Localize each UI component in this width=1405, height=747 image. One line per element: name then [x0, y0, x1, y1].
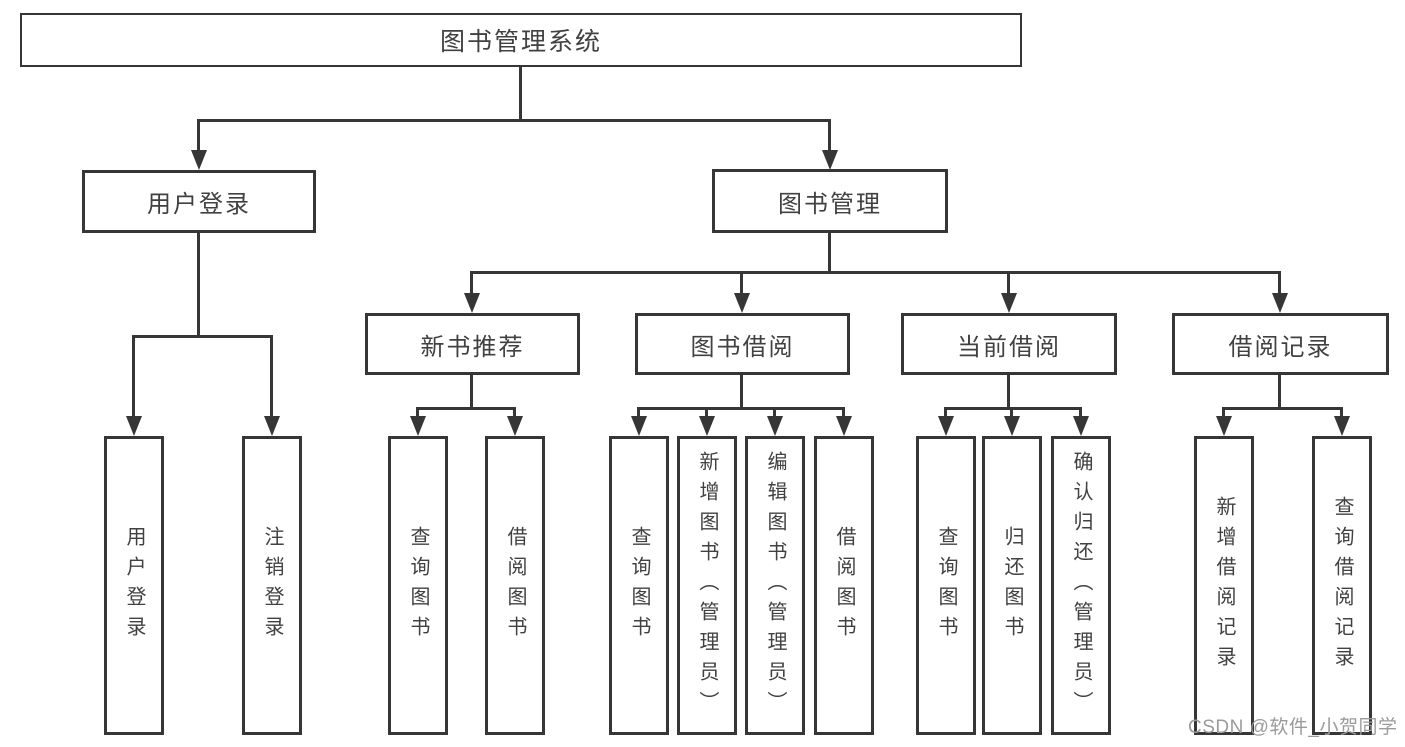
- leaf-edit-books-admin: 编辑图书（管理员）: [745, 436, 805, 735]
- arrowhead-book-management: [822, 150, 838, 170]
- arrowhead-user-login: [191, 150, 207, 170]
- arrowhead-new-book-rec: [464, 293, 480, 313]
- leaf-label: 用户登录: [123, 525, 145, 646]
- connector-to-borrowing-records: [1278, 271, 1281, 293]
- arrowhead-leaf: [1216, 416, 1232, 436]
- arrowhead-leaf: [507, 416, 523, 436]
- node-label: 用户登录: [147, 191, 251, 218]
- connector-book-management-stem: [828, 233, 831, 271]
- connector-book-borrowing-stem: [740, 375, 743, 407]
- leaf-label: 归还图书: [1001, 525, 1023, 646]
- leaf-label: 新增借阅记录: [1213, 495, 1235, 676]
- leaf-label: 查询图书: [935, 525, 957, 646]
- arrowhead-leaf: [1334, 416, 1350, 436]
- connector-to-current-borrowing: [1007, 271, 1010, 293]
- leaf-label: 借阅图书: [504, 525, 526, 646]
- connector-to-user-login: [197, 119, 200, 151]
- connector-leaf-stem: [842, 407, 845, 416]
- connector-to-leaf-login: [132, 335, 135, 416]
- leaf-add-borrow-record: 新增借阅记录: [1194, 436, 1254, 735]
- leaf-query-books-rec: 查询图书: [388, 436, 448, 735]
- arrowhead-leaf: [836, 416, 852, 436]
- leaf-query-books-borrowing: 查询图书: [609, 436, 669, 735]
- node-book-borrowing: 图书借阅: [635, 313, 850, 375]
- arrowhead-current-borrowing: [1001, 293, 1017, 313]
- csdn-watermark: CSDN @软件_小贺同学: [1188, 717, 1398, 738]
- leaf-label: 借阅图书: [833, 525, 855, 646]
- connector-leaf-stem: [637, 407, 640, 416]
- node-book-management: 图书管理: [712, 169, 948, 233]
- node-label: 借阅记录: [1228, 333, 1333, 361]
- connector-to-leaf-logout: [270, 335, 273, 416]
- arrowhead-leaf-login: [126, 416, 142, 436]
- connector-borrowing-records-branch: [1224, 407, 1343, 410]
- connector-root-stem: [519, 67, 522, 119]
- connector-leaf-stem: [513, 407, 516, 416]
- connector-leaf-stem: [773, 407, 776, 416]
- connector-leaf-stem: [1222, 407, 1225, 416]
- connector-user-login-stem: [197, 233, 200, 335]
- connector-current-borrowing-branch: [946, 407, 1082, 410]
- connector-book-management-branch: [472, 271, 1281, 274]
- node-label: 图书管理: [778, 190, 882, 218]
- connector-leaf-stem: [1079, 407, 1082, 416]
- arrowhead-leaf: [410, 416, 426, 436]
- leaf-query-books-current: 查询图书: [916, 436, 976, 735]
- connector-leaf-stem: [944, 407, 947, 416]
- arrowhead-leaf: [699, 416, 715, 436]
- node-current-borrowing: 当前借阅: [901, 313, 1117, 375]
- leaf-user-login: 用户登录: [104, 436, 164, 735]
- connector-current-borrowing-stem: [1007, 375, 1010, 407]
- node-label: 当前借阅: [957, 333, 1061, 361]
- leaf-return-books: 归还图书: [982, 436, 1042, 735]
- arrowhead-leaf: [938, 416, 954, 436]
- leaf-label: 新增图书（管理员）: [696, 450, 718, 721]
- leaf-label: 确认归还（管理员）: [1070, 450, 1092, 721]
- connector-user-login-branch: [134, 335, 273, 338]
- leaf-label: 查询图书: [407, 525, 429, 646]
- connector-new-book-rec-branch: [418, 407, 516, 410]
- connector-leaf-stem: [1010, 407, 1013, 416]
- connector-leaf-stem: [705, 407, 708, 416]
- arrowhead-leaf: [631, 416, 647, 436]
- node-new-book-recommendation: 新书推荐: [365, 313, 580, 375]
- leaf-add-books-admin: 新增图书（管理员）: [677, 436, 737, 735]
- arrowhead-book-borrowing: [734, 293, 750, 313]
- leaf-query-borrow-record: 查询借阅记录: [1312, 436, 1372, 735]
- arrowhead-leaf: [1004, 416, 1020, 436]
- connector-leaf-stem: [416, 407, 419, 416]
- connector-to-book-management: [828, 119, 831, 151]
- leaf-label: 注销登录: [261, 525, 283, 646]
- node-library-management-system: 图书管理系统: [20, 13, 1022, 67]
- node-label: 图书管理系统: [439, 28, 602, 56]
- connector-book-borrowing-branch: [639, 407, 845, 410]
- leaf-logout: 注销登录: [242, 436, 302, 735]
- leaf-label: 查询借阅记录: [1331, 495, 1353, 676]
- arrowhead-leaf-logout: [264, 416, 280, 436]
- leaf-borrow-books-rec: 借阅图书: [485, 436, 545, 735]
- node-user-login: 用户登录: [82, 170, 316, 233]
- arrowhead-leaf: [767, 416, 783, 436]
- arrowhead-leaf: [1073, 416, 1089, 436]
- leaf-label: 查询图书: [628, 525, 650, 646]
- arrowhead-borrowing-records: [1272, 293, 1288, 313]
- node-label: 新书推荐: [420, 333, 525, 361]
- node-borrowing-records: 借阅记录: [1172, 313, 1389, 375]
- connector-to-new-book-rec: [470, 271, 473, 293]
- connector-to-book-borrowing: [740, 271, 743, 293]
- connector-root-branch: [197, 119, 831, 122]
- connector-borrowing-records-stem: [1278, 375, 1281, 407]
- connector-leaf-stem: [1340, 407, 1343, 416]
- connector-new-book-rec-stem: [470, 375, 473, 407]
- node-label: 图书借阅: [690, 333, 795, 361]
- leaf-borrow-books: 借阅图书: [814, 436, 874, 735]
- leaf-label: 编辑图书（管理员）: [764, 450, 786, 721]
- leaf-confirm-return-admin: 确认归还（管理员）: [1051, 436, 1111, 735]
